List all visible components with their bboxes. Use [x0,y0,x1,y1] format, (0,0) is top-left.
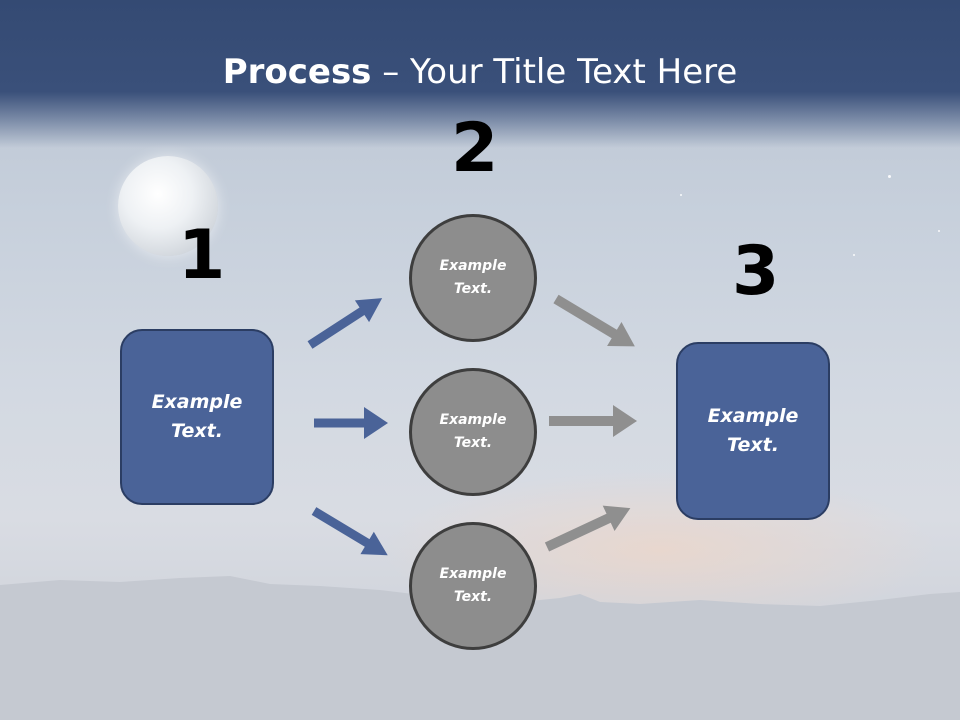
step-number-1: 1 [178,216,226,295]
title-banner [0,0,960,148]
step-3-box[interactable]: Example Text. [676,342,830,520]
star [938,230,940,232]
step-3-box-text: Example Text. [707,405,799,456]
arrow-down-right-blue [311,507,388,556]
arrow-right-blue [314,407,388,439]
circle-top-text: Example Text. [439,258,507,297]
step-number-3: 3 [732,232,780,311]
circle-bottom-text: Example Text. [439,566,507,605]
star [853,254,855,256]
step-1-box[interactable]: Example Text. [120,329,274,505]
arrow-right-gray [549,405,637,437]
step-2-circle-bottom[interactable]: Example Text. [409,522,537,650]
step-number-2: 2 [451,109,499,188]
star [680,194,682,196]
moon-image [118,156,218,256]
step-2-circle-top[interactable]: Example Text. [409,214,537,342]
slide-title: Process – Your Title Text Here [0,52,960,92]
circle-middle-text: Example Text. [439,412,507,451]
step-2-circle-middle[interactable]: Example Text. [409,368,537,496]
title-rest-part: – Your Title Text Here [371,52,738,92]
step-1-box-text: Example Text. [151,391,243,442]
star [888,175,891,178]
arrow-up-right-gray [544,505,631,552]
title-bold-part: Process [222,52,372,92]
arrow-down-right-gray [553,294,635,347]
arrow-up-right-blue [307,298,383,349]
